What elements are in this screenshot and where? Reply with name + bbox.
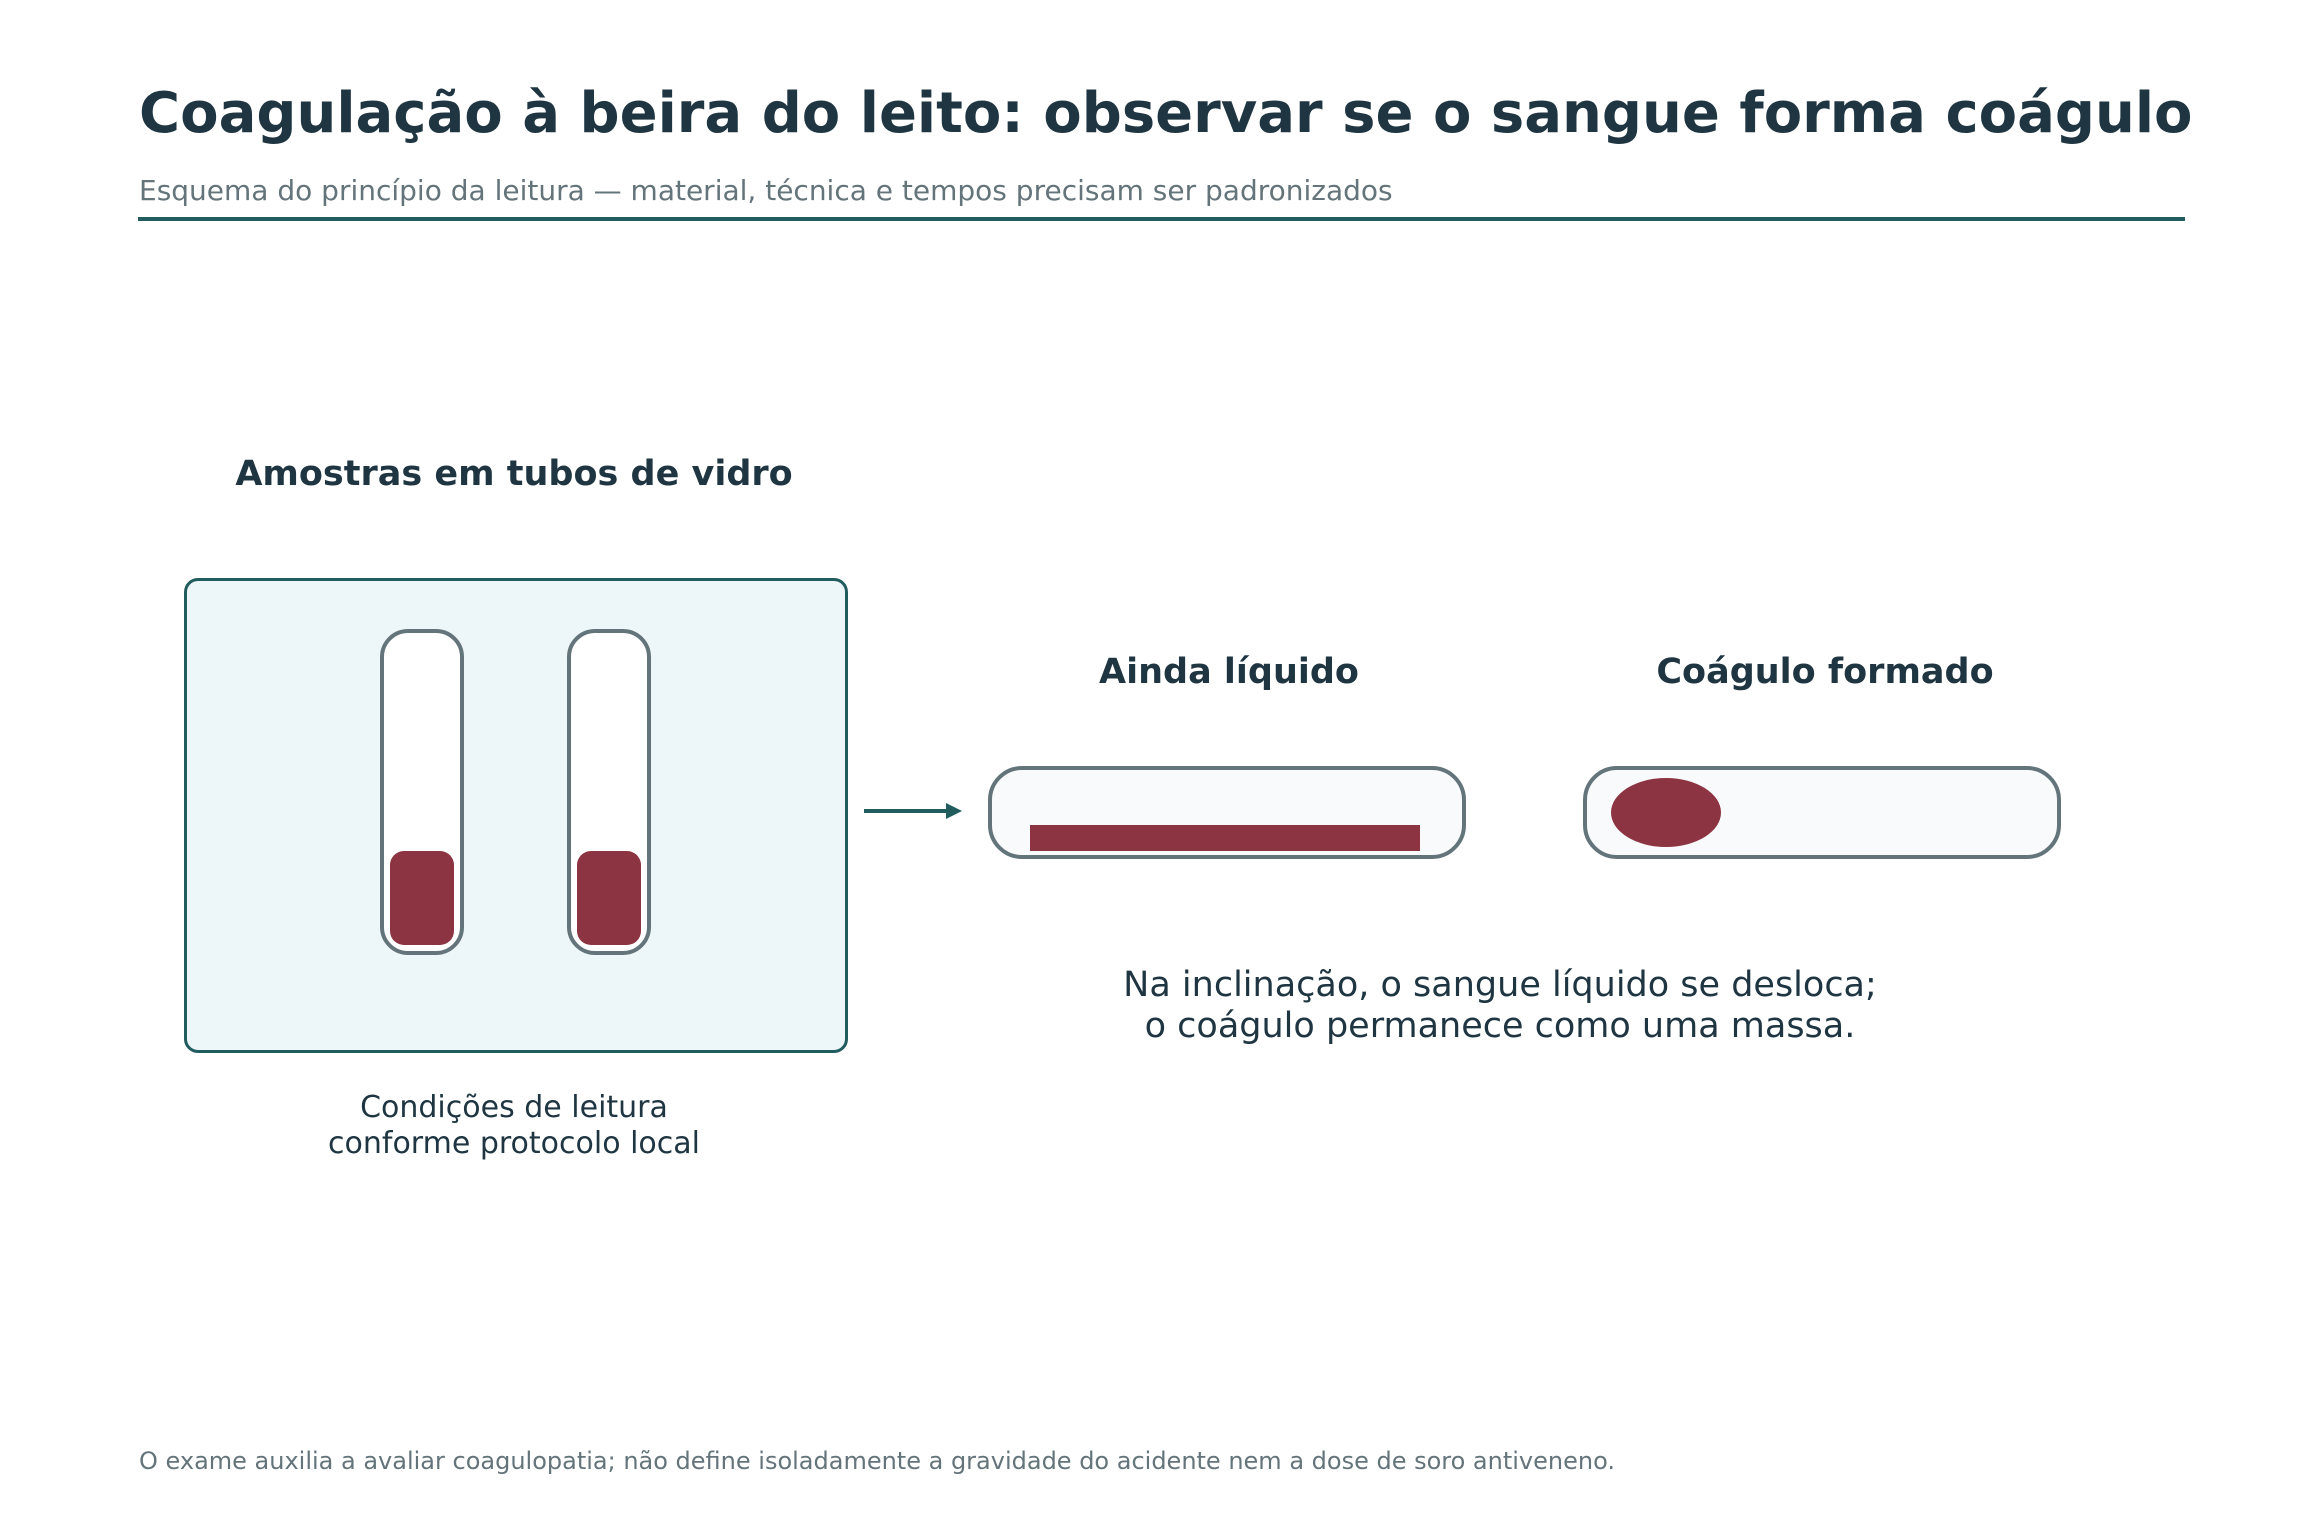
- blood-sample-1: [390, 851, 454, 945]
- right-arrow-icon: [864, 803, 962, 819]
- caption-line-2: conforme protocolo local: [328, 1126, 700, 1161]
- glass-tube-1: [380, 629, 464, 955]
- glass-tube-2: [567, 629, 651, 955]
- liquid-result-heading: Ainda líquido: [1099, 652, 1359, 692]
- reading-conditions-caption: Condições de leitura conforme protocolo …: [214, 1090, 814, 1162]
- tilted-tube-clot: [1583, 766, 2061, 859]
- blood-sample-2: [577, 851, 641, 945]
- caption-line-1: Condições de leitura: [360, 1090, 668, 1125]
- tilt-explanation-line-1: Na inclinação, o sangue líquido se deslo…: [1123, 965, 1877, 1005]
- glass-tubes-tray: [184, 578, 848, 1053]
- tilt-explanation: Na inclinação, o sangue líquido se deslo…: [1000, 965, 2000, 1047]
- clot-mass: [1611, 778, 1721, 847]
- clot-result-heading: Coágulo formado: [1656, 652, 1994, 692]
- footnote: O exame auxilia a avaliar coagulopatia; …: [139, 1447, 1615, 1475]
- liquid-blood-layer: [1030, 825, 1420, 851]
- tilt-explanation-line-2: o coágulo permanece como uma massa.: [1144, 1005, 1856, 1046]
- samples-heading: Amostras em tubos de vidro: [235, 454, 793, 494]
- tilted-tube-liquid: [988, 766, 1466, 859]
- title-divider: [138, 217, 2185, 221]
- page-title: Coagulação à beira do leito: observar se…: [139, 81, 2193, 146]
- page-subtitle: Esquema do princípio da leitura — materi…: [139, 174, 1393, 207]
